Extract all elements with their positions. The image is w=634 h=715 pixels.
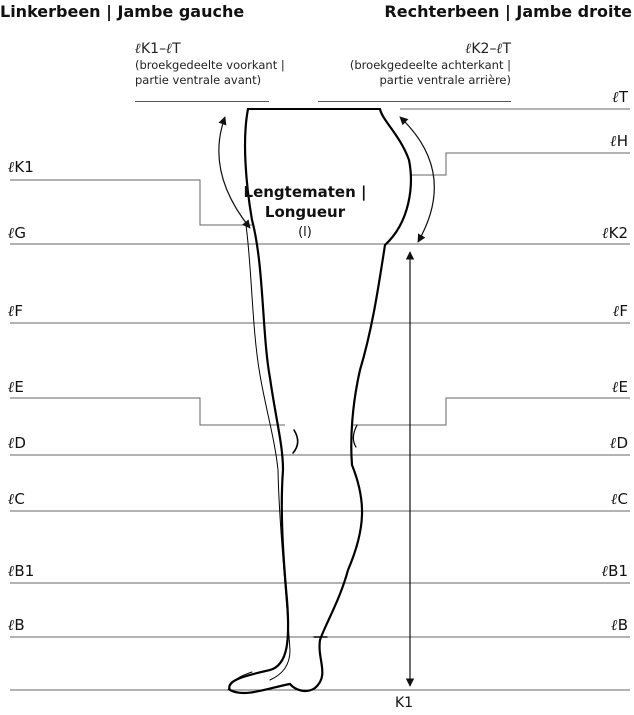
level-label-D-left: ℓD [8, 434, 26, 452]
level-label-B1-left: ℓB1 [8, 562, 35, 580]
level-line-H [410, 152, 630, 176]
length-measure-title: Lengtematen | Longueur [243, 183, 367, 221]
level-label-F-right: ℓF [612, 302, 628, 320]
level-line-E-right [352, 397, 630, 426]
level-label-E-left: ℓE [8, 378, 24, 396]
level-label-G: ℓG [8, 224, 27, 242]
k1-measure-label: K1 [395, 695, 414, 711]
level-label-B1-right: ℓB1 [601, 562, 628, 580]
front-section-label: ℓK1–ℓT (broekgedeelte voorkant | partie … [135, 40, 285, 88]
right-leg-title: Rechterbeen | Jambe droite [384, 2, 632, 21]
level-label-C-right: ℓC [611, 490, 628, 508]
level-label-B-right: ℓB [611, 616, 628, 634]
back-section-underline [318, 101, 511, 102]
front-section-desc-2: partie ventrale avant) [135, 73, 262, 87]
left-leg-title: Linkerbeen | Jambe gauche [0, 2, 245, 21]
level-label-T: ℓT [612, 88, 628, 106]
inner-leg-line-left [245, 224, 291, 681]
toe-line [227, 671, 253, 691]
knee-mark-left [292, 429, 299, 454]
level-label-F-left: ℓF [8, 302, 24, 320]
level-label-K2: ℓK2 [602, 224, 628, 242]
back-section-desc-1: (broekgedeelte achterkant | [349, 58, 511, 72]
level-line-E-left [10, 397, 285, 426]
back-section-arrow [399, 116, 435, 243]
level-label-C-left: ℓC [8, 490, 25, 508]
back-section-code: ℓK2–ℓT [465, 41, 511, 57]
back-section-desc-2: partie ventrale arrière) [379, 73, 512, 87]
level-line-K1 [10, 179, 252, 226]
front-section-desc-1: (broekgedeelte voorkant | [135, 58, 285, 72]
front-section-arrow [218, 116, 251, 229]
length-measure-symbol: (l) [298, 225, 312, 240]
level-label-K1: ℓK1 [8, 158, 34, 176]
level-label-D-right: ℓD [610, 434, 628, 452]
knee-mark-right [352, 424, 358, 448]
front-section-underline [135, 101, 269, 102]
front-section-code: ℓK1–ℓT [135, 41, 181, 57]
level-label-B-left: ℓB [8, 616, 25, 634]
back-section-label: ℓK2–ℓT (broekgedeelte achterkant | parti… [318, 40, 511, 88]
level-label-E-right: ℓE [612, 378, 628, 396]
level-label-H: ℓH [610, 132, 628, 150]
